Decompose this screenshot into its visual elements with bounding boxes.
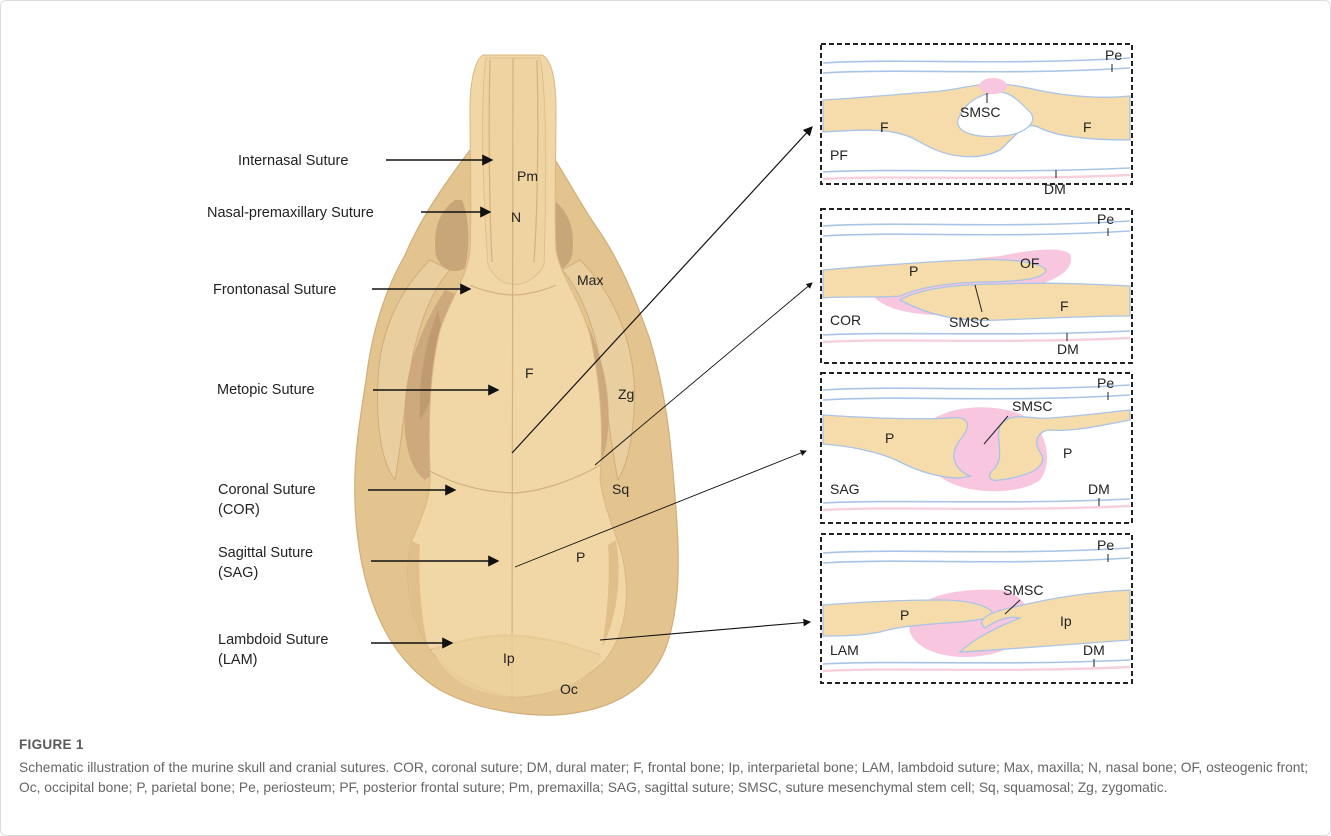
panel-lam: Pe SMSC P Ip LAM DM (821, 534, 1132, 683)
bone-label-f: F (525, 365, 534, 381)
cor-pe-label: Pe (1097, 211, 1114, 227)
lam-smsc-label: SMSC (1003, 582, 1043, 598)
panel-pf: Pe F F SMSC PF DM (821, 44, 1132, 197)
bone-label-ip: Ip (503, 650, 515, 666)
suture-label-sagittal: Sagittal Suture (SAG) (218, 545, 317, 581)
suture-label-frontonasal: Frontonasal Suture (213, 282, 336, 298)
panel-cor: Pe P OF F SMSC COR DM (821, 209, 1132, 363)
bone-label-p: P (576, 549, 585, 565)
suture-label-coronal: Coronal Suture (COR) (218, 482, 320, 518)
cor-left-label: P (909, 263, 918, 279)
skull-diagram: Pm N Max F Zg Sq P Ip Oc Internasal Sutu… (0, 0, 1331, 730)
sag-right-label: P (1063, 445, 1072, 461)
lam-pe-label: Pe (1097, 537, 1114, 553)
bone-label-max: Max (577, 272, 603, 288)
suture-label-nasal-premaxillary: Nasal-premaxillary Suture (207, 205, 374, 221)
lam-dm-label: DM (1083, 642, 1105, 658)
bone-label-n: N (511, 209, 521, 225)
figure-caption: FIGURE 1 Schematic illustration of the m… (19, 737, 1309, 798)
suture-label-internasal: Internasal Suture (238, 153, 348, 169)
sag-name-label: SAG (830, 481, 860, 497)
bone-label-pm: Pm (517, 168, 538, 184)
lam-right-label: Ip (1060, 613, 1072, 629)
caption-title: FIGURE 1 (19, 737, 1309, 752)
pf-right-label: F (1083, 119, 1092, 135)
cor-smsc-label: SMSC (949, 314, 989, 330)
caption-text: Schematic illustration of the murine sku… (19, 758, 1309, 798)
cor-right-label: F (1060, 298, 1069, 314)
sag-smsc-label: SMSC (1012, 398, 1052, 414)
bone-label-oc: Oc (560, 681, 578, 697)
suture-label-lambdoid: Lambdoid Suture (LAM) (218, 632, 332, 668)
pf-name-label: PF (830, 147, 848, 163)
cor-dm-label: DM (1057, 341, 1079, 357)
pf-smsc-label: SMSC (960, 104, 1000, 120)
cor-name-label: COR (830, 312, 861, 328)
cor-of-label: OF (1020, 255, 1039, 271)
lam-left-label: P (900, 607, 909, 623)
bone-label-sq: Sq (612, 481, 629, 497)
panel-sag: Pe SMSC P P SAG DM (821, 373, 1132, 523)
pf-left-label: F (880, 119, 889, 135)
pf-dm-label: DM (1044, 181, 1066, 197)
pf-pe-label: Pe (1105, 47, 1122, 63)
sag-pe-label: Pe (1097, 375, 1114, 391)
bone-label-zg: Zg (618, 386, 634, 402)
suture-labels: Internasal Suture Nasal-premaxillary Sut… (207, 153, 374, 668)
sag-left-label: P (885, 430, 894, 446)
sag-dm-label: DM (1088, 481, 1110, 497)
suture-label-metopic: Metopic Suture (217, 382, 315, 398)
lam-name-label: LAM (830, 642, 859, 658)
